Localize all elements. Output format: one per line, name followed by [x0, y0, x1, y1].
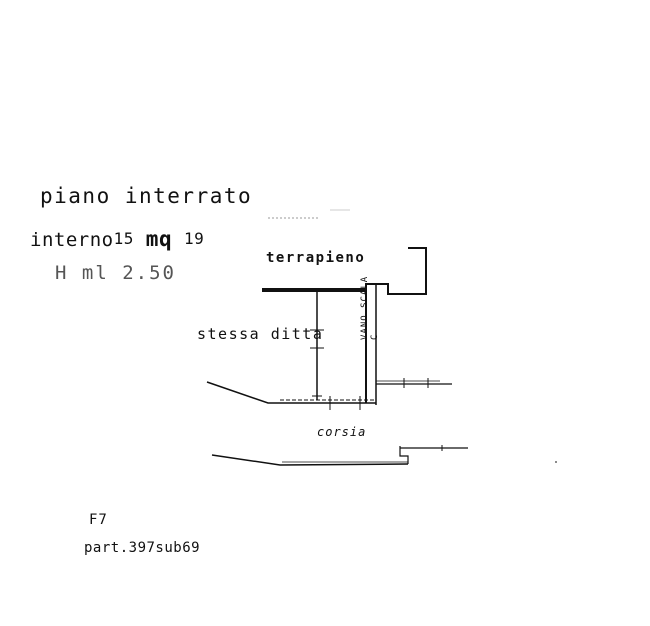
- corridor-lower-wall: [211, 454, 409, 466]
- corridor-upper-wall: [206, 381, 376, 404]
- scan-speck: [555, 461, 557, 463]
- corridor-lower-step: [399, 446, 409, 464]
- cadastral-sheet: F7: [89, 512, 108, 528]
- room-label-terrapieno: terrapieno: [266, 250, 366, 266]
- unit-designation: interno15 mq 19: [30, 227, 204, 251]
- vano-scala-letter: C: [370, 333, 380, 340]
- ceiling-height: H ml 2.50: [55, 262, 176, 284]
- unit-prefix: interno: [30, 229, 114, 251]
- stair-well-wall: [365, 247, 427, 403]
- room-label-vano-scala: VANO SCALA C: [360, 275, 380, 340]
- floor-title: piano interrato: [40, 184, 253, 208]
- vano-scala-text: VANO SCALA: [360, 275, 370, 340]
- cadastral-parcel: part.397sub69: [84, 540, 201, 556]
- unit-number: 15: [113, 229, 134, 248]
- room-label-stessa-ditta: stessa ditta: [197, 325, 324, 343]
- unit-area-value: 19: [184, 229, 205, 248]
- room-label-corsia: corsia: [317, 425, 367, 439]
- unit-area-unit: mq: [145, 227, 173, 251]
